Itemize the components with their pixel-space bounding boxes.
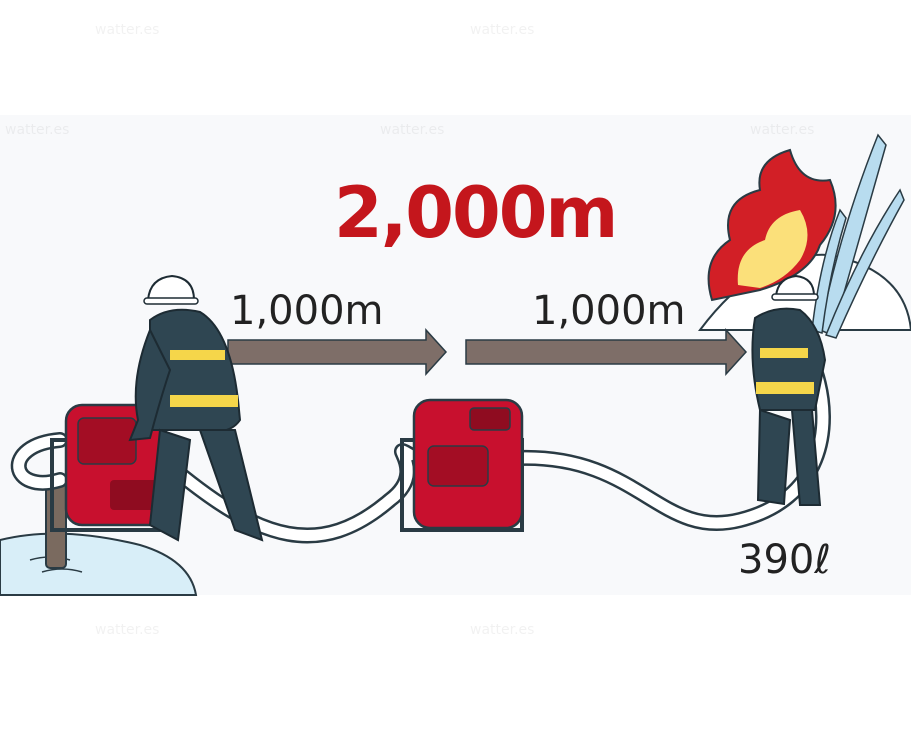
watermark: watter.es — [470, 622, 535, 638]
watermark: watter.es — [95, 22, 160, 38]
suction-pipe — [45, 477, 67, 569]
flow-rate-label: 390ℓ — [738, 537, 831, 583]
watermark: watter.es — [5, 122, 70, 138]
portable-pump-icon — [400, 398, 524, 532]
firefighter-icon — [751, 274, 827, 506]
watermark: watter.es — [380, 122, 445, 138]
firefighter-icon — [128, 274, 264, 542]
watermark: watter.es — [95, 622, 160, 638]
water-jet-icon — [811, 133, 905, 339]
arrow-right-icon — [227, 328, 748, 376]
segment-2-distance-label: 1,000m — [532, 288, 686, 334]
total-distance-label: 2,000m — [334, 172, 618, 254]
watermark: watter.es — [470, 22, 535, 38]
watermark: watter.es — [750, 122, 815, 138]
segment-1-distance-label: 1,000m — [230, 288, 384, 334]
